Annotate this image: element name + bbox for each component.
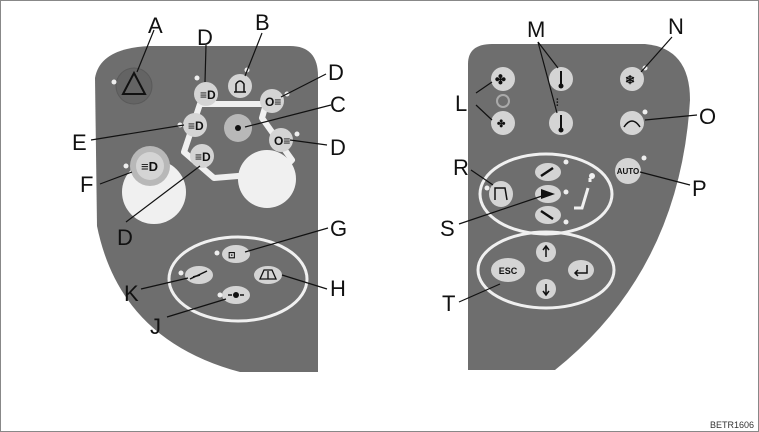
- seated-person-icon: [574, 178, 592, 210]
- headlight-icon: ≡D: [200, 88, 216, 102]
- figure-code: BETR1606: [710, 420, 754, 430]
- beacon-icon: [234, 80, 246, 93]
- callout-m: M: [527, 17, 545, 42]
- callout-e: E: [72, 130, 87, 155]
- snowflake-icon: ❄: [625, 73, 635, 87]
- thermometer-icon: [558, 83, 564, 89]
- vent-lower-button[interactable]: [535, 206, 569, 225]
- temperature-up-button[interactable]: [549, 67, 573, 91]
- esc-button[interactable]: ESC: [491, 258, 525, 282]
- front-light-icon: ≡D: [188, 119, 204, 133]
- auto-climate-button[interactable]: AUTO: [615, 155, 647, 185]
- arrow-down-icon: [542, 284, 550, 297]
- vent-arrow-icon: [541, 189, 555, 199]
- rear-wiper-button[interactable]: [254, 266, 282, 284]
- fan-speed-up-button[interactable]: ✤: [491, 67, 515, 91]
- defrost-button[interactable]: [620, 109, 648, 136]
- front-wiper-button[interactable]: [178, 266, 214, 284]
- fan-speed-down-button[interactable]: ✤: [491, 111, 515, 135]
- temperature-scale-icon: ⫶: [556, 98, 559, 109]
- callout-l: L: [455, 91, 467, 116]
- wiper-button-group: [167, 235, 309, 323]
- right-control-panel: ✤ ✤ ⫶ ❄: [440, 14, 716, 370]
- callout-r: R: [453, 155, 469, 180]
- headlight-icon: ≡D: [195, 150, 211, 164]
- main-beam-icon: ≡D: [141, 159, 158, 174]
- vent-arrow-icon: [540, 166, 554, 178]
- callout-d-right-upper: D: [328, 60, 344, 85]
- air-distribution-group: [478, 152, 614, 236]
- vent-middle-button[interactable]: [535, 185, 569, 203]
- wiper-icon: [189, 270, 208, 280]
- esc-button-label: ESC: [499, 266, 518, 276]
- recirculation-icon: [494, 187, 508, 201]
- nav-up-button[interactable]: [536, 242, 556, 262]
- callout-g: G: [330, 216, 347, 241]
- headlight-button-top[interactable]: ≡D: [194, 75, 218, 107]
- washer-button[interactable]: [217, 286, 251, 304]
- recirculation-button[interactable]: [484, 181, 514, 207]
- fan-icon: ✤: [497, 119, 506, 130]
- rear-wiper-icon: [258, 269, 278, 280]
- left-leader-lines: [90, 29, 332, 318]
- person-head-icon: [589, 173, 595, 179]
- right-leader-lines: [458, 36, 698, 303]
- callout-k: K: [124, 281, 139, 306]
- front-light-button[interactable]: ≡D: [177, 113, 208, 137]
- callout-n: N: [668, 14, 684, 39]
- callout-h: H: [330, 276, 346, 301]
- work-light-icon: O≡: [274, 134, 290, 148]
- callout-d-top: D: [197, 25, 213, 50]
- callout-d-right-lower: D: [330, 135, 346, 160]
- callout-j: J: [150, 314, 161, 339]
- headlight-button-lower[interactable]: ≡D: [190, 144, 214, 168]
- work-light-button-upper[interactable]: O≡: [260, 89, 290, 113]
- callout-d-lower: D: [117, 225, 133, 250]
- callout-a: A: [148, 13, 163, 38]
- washer-icon: [233, 292, 239, 298]
- temperature-down-button[interactable]: [549, 111, 573, 135]
- enter-icon: [573, 265, 588, 277]
- vent-arrow-icon: [540, 209, 554, 221]
- enter-button[interactable]: [568, 260, 594, 280]
- left-control-panel: ≡D O≡ ≡D O≡: [72, 10, 347, 372]
- thermometer-icon: [558, 127, 564, 133]
- main-beam-button[interactable]: ≡D: [123, 146, 171, 186]
- callout-c: C: [330, 92, 346, 117]
- work-light-icon: O≡: [265, 95, 281, 109]
- arrow-up-icon: [542, 244, 550, 257]
- callout-b: B: [255, 10, 270, 35]
- rear-window-heater-button[interactable]: ⊡: [214, 245, 251, 263]
- fan-status-icon: [496, 94, 510, 108]
- defrost-icon: [623, 120, 641, 128]
- heater-icon: ⊡: [228, 250, 236, 260]
- hazard-warning-button[interactable]: [111, 67, 153, 105]
- callout-f: F: [80, 172, 93, 197]
- nav-down-button[interactable]: [536, 279, 556, 299]
- callout-t: T: [442, 291, 455, 316]
- work-light-button-middle[interactable]: O≡: [269, 128, 300, 152]
- callout-o: O: [699, 104, 716, 129]
- cab-light-button[interactable]: [224, 114, 252, 142]
- callout-p: P: [692, 176, 707, 201]
- fan-icon: ✤: [495, 72, 506, 87]
- auto-button-label: AUTO: [617, 167, 640, 176]
- vent-upper-button[interactable]: [535, 159, 569, 182]
- menu-navigation-group: [476, 230, 616, 310]
- callout-s: S: [440, 216, 455, 241]
